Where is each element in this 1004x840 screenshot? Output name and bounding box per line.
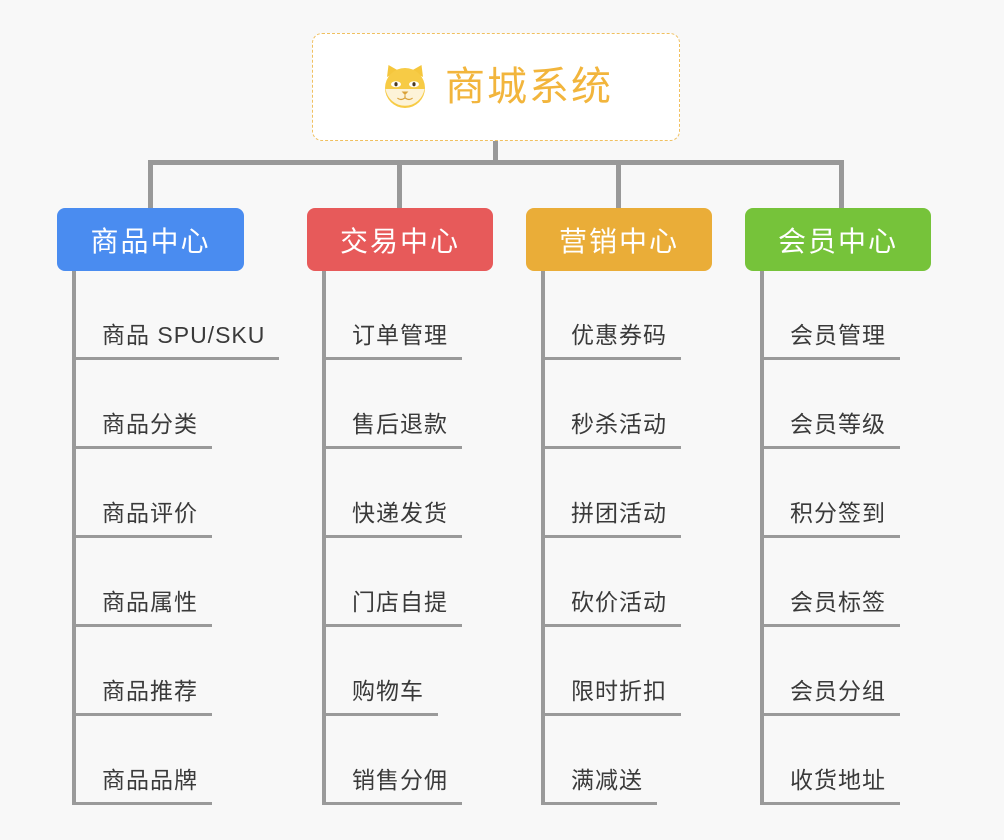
list-item[interactable]: 销售分佣	[307, 716, 493, 805]
leaf-label: 收货地址	[790, 767, 886, 793]
leaf-label: 商品分类	[102, 411, 198, 437]
list-item[interactable]: 会员标签	[745, 538, 931, 627]
leaf-label: 会员分组	[790, 678, 886, 704]
leaf-label: 秒杀活动	[571, 411, 667, 437]
connector-drop-3	[616, 160, 621, 210]
column-member-center: 会员中心 会员管理 会员等级 积分签到 会员标签 会员分组 收货地址	[745, 208, 931, 805]
root-title: 商城系统	[445, 65, 613, 109]
leaf-label: 商品评价	[102, 500, 198, 526]
category-header-label: 交易中心	[339, 225, 460, 257]
leaf-label: 销售分佣	[352, 767, 448, 793]
list-item[interactable]: 砍价活动	[526, 538, 712, 627]
category-header-label: 营销中心	[558, 225, 679, 257]
leaf-label: 商品属性	[102, 589, 198, 615]
column-spine	[322, 271, 326, 805]
list-item[interactable]: 商品 SPU/SKU	[57, 271, 280, 360]
category-header-label: 商品中心	[90, 225, 211, 257]
column-product-center: 商品中心 商品 SPU/SKU 商品分类 商品评价 商品属性 商品推荐 商品品牌	[57, 208, 280, 805]
column-marketing-center: 营销中心 优惠券码 秒杀活动 拼团活动 砍价活动 限时折扣 满减送	[526, 208, 712, 805]
column-spine	[541, 271, 545, 805]
list-item[interactable]: 拼团活动	[526, 449, 712, 538]
connector-drop-2	[397, 160, 402, 210]
connector-horizontal-bus	[148, 160, 844, 165]
leaf-label: 门店自提	[352, 589, 448, 615]
list-item[interactable]: 门店自提	[307, 538, 493, 627]
leaf-label: 商品品牌	[102, 767, 198, 793]
list-item[interactable]: 会员分组	[745, 627, 931, 716]
list-item[interactable]: 会员等级	[745, 360, 931, 449]
list-item[interactable]: 收货地址	[745, 716, 931, 805]
category-header-member-center[interactable]: 会员中心	[745, 208, 931, 271]
list-item[interactable]: 会员管理	[745, 271, 931, 360]
leaf-label: 优惠券码	[571, 322, 667, 348]
list-item[interactable]: 商品推荐	[57, 627, 244, 716]
category-header-product-center[interactable]: 商品中心	[57, 208, 244, 271]
connector-drop-4	[839, 160, 844, 210]
leaf-list-member-center: 会员管理 会员等级 积分签到 会员标签 会员分组 收货地址	[745, 271, 931, 805]
list-item[interactable]: 优惠券码	[526, 271, 712, 360]
root-node[interactable]: 商城系统	[312, 33, 680, 141]
column-trade-center: 交易中心 订单管理 售后退款 快递发货 门店自提 购物车 销售分佣	[307, 208, 493, 805]
column-spine	[72, 271, 76, 805]
category-header-marketing-center[interactable]: 营销中心	[526, 208, 712, 271]
list-item[interactable]: 购物车	[307, 627, 493, 716]
category-header-trade-center[interactable]: 交易中心	[307, 208, 493, 271]
leaf-label: 会员等级	[790, 411, 886, 437]
connector-drop-1	[148, 160, 153, 210]
leaf-list-trade-center: 订单管理 售后退款 快递发货 门店自提 购物车 销售分佣	[307, 271, 493, 805]
leaf-label: 会员管理	[790, 322, 886, 348]
leaf-label: 商品推荐	[102, 678, 198, 704]
list-item[interactable]: 快递发货	[307, 449, 493, 538]
list-item[interactable]: 商品分类	[57, 360, 244, 449]
shiba-dog-face-icon	[379, 61, 431, 113]
leaf-label: 会员标签	[790, 589, 886, 615]
list-item[interactable]: 商品评价	[57, 449, 244, 538]
leaf-label: 限时折扣	[571, 678, 667, 704]
leaf-label: 商品 SPU/SKU	[102, 322, 266, 348]
list-item[interactable]: 积分签到	[745, 449, 931, 538]
leaf-list-marketing-center: 优惠券码 秒杀活动 拼团活动 砍价活动 限时折扣 满减送	[526, 271, 712, 805]
list-item[interactable]: 商品属性	[57, 538, 244, 627]
connector-root-stem	[493, 141, 498, 163]
column-spine	[760, 271, 764, 805]
leaf-label: 售后退款	[352, 411, 448, 437]
leaf-label: 购物车	[352, 678, 424, 704]
list-item[interactable]: 限时折扣	[526, 627, 712, 716]
list-item[interactable]: 商品品牌	[57, 716, 244, 805]
list-item[interactable]: 秒杀活动	[526, 360, 712, 449]
leaf-label: 积分签到	[790, 500, 886, 526]
category-header-label: 会员中心	[777, 225, 898, 257]
leaf-label: 快递发货	[352, 500, 448, 526]
leaf-label: 砍价活动	[571, 589, 667, 615]
leaf-label: 订单管理	[352, 322, 448, 348]
list-item[interactable]: 售后退款	[307, 360, 493, 449]
leaf-list-product-center: 商品 SPU/SKU 商品分类 商品评价 商品属性 商品推荐 商品品牌	[57, 271, 280, 805]
leaf-label: 拼团活动	[571, 500, 667, 526]
list-item[interactable]: 满减送	[526, 716, 712, 805]
leaf-label: 满减送	[571, 767, 643, 793]
list-item[interactable]: 订单管理	[307, 271, 493, 360]
